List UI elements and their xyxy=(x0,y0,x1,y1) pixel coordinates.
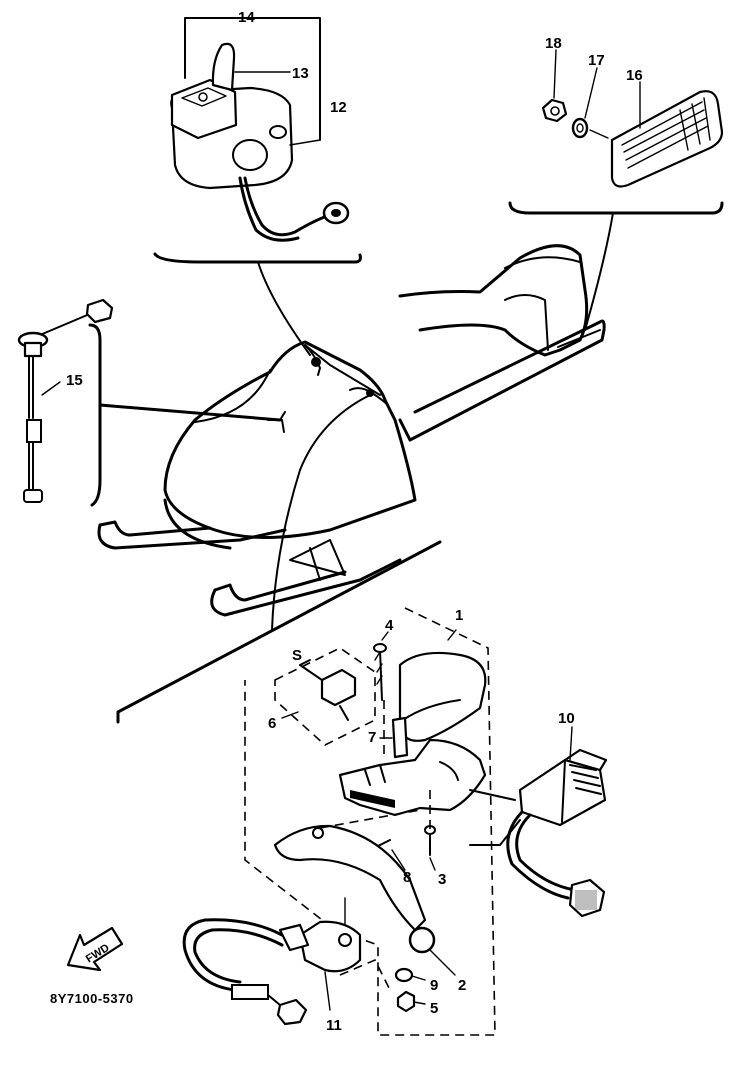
callout-7: 7 xyxy=(368,729,376,746)
callout-15: 15 xyxy=(66,372,83,389)
callout-6: 6 xyxy=(268,715,276,732)
callout-16: 16 xyxy=(626,67,643,84)
callout-2: 2 xyxy=(458,977,466,994)
callout-18: 18 xyxy=(545,35,562,52)
snowmobile-body xyxy=(97,212,614,724)
callout-labels: 1 2 3 4 5 6 7 8 9 10 11 12 13 14 15 16 1… xyxy=(66,9,643,1034)
callout-3: 3 xyxy=(438,871,446,888)
relay-unit-10 xyxy=(469,726,608,918)
callout-12: 12 xyxy=(330,99,347,116)
forward-direction-arrow: FWD xyxy=(66,926,124,972)
diagram-code: 8Y7100-5370 xyxy=(50,991,134,1006)
callout-11: 11 xyxy=(326,1017,342,1034)
callout-17: 17 xyxy=(588,52,605,69)
throttle-housing-assembly: S xyxy=(182,607,496,1036)
callout-13: 13 xyxy=(292,65,309,82)
callout-14: 14 xyxy=(238,9,255,26)
callout-8: 8 xyxy=(403,869,411,886)
callout-4: 4 xyxy=(385,617,394,634)
svg-text:S: S xyxy=(292,647,302,664)
callout-10: 10 xyxy=(558,710,575,727)
callout-5: 5 xyxy=(430,1000,438,1017)
sensor-assembly-15 xyxy=(17,298,286,507)
callout-9: 9 xyxy=(430,977,438,994)
handlebar-switch-assembly xyxy=(153,17,362,264)
tail-lamp-assembly xyxy=(508,49,724,215)
callout-1: 1 xyxy=(455,607,463,624)
